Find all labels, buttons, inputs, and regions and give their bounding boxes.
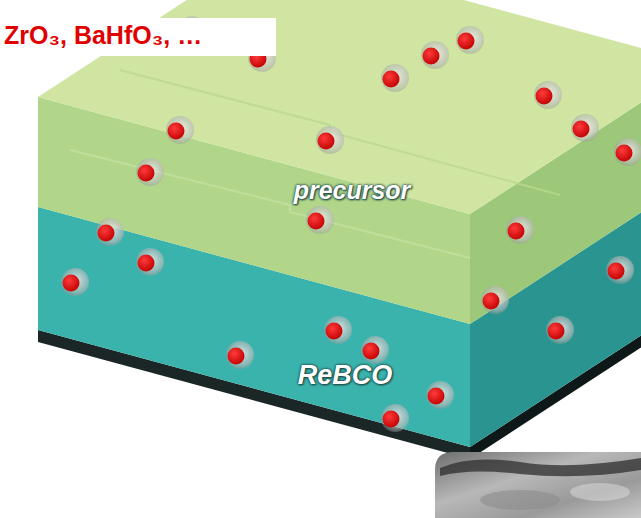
nanoparticle [136, 248, 164, 276]
nanoparticle [381, 64, 409, 92]
nanoparticle [421, 41, 449, 69]
nanoparticle [61, 268, 89, 296]
material-label: ZrO₃, BaHfO₃, … [4, 21, 272, 50]
nanoparticle [481, 286, 509, 314]
nanoparticle [571, 114, 599, 142]
nanoparticles [61, 16, 641, 432]
nanoparticle [506, 216, 534, 244]
nanoparticle [426, 381, 454, 409]
rebco-layer-label: ReBCO [298, 360, 393, 391]
nanoparticle [306, 206, 334, 234]
micrograph-inset [435, 452, 641, 518]
precursor-layer-label: precursor [294, 176, 411, 205]
nanoparticle [606, 256, 634, 284]
nanoparticle [136, 158, 164, 186]
micrograph-band [440, 458, 641, 476]
nanoparticle [316, 126, 344, 154]
material-label-box: ZrO₃, BaHfO₃, … [0, 18, 276, 56]
nanoparticle [546, 316, 574, 344]
nanoparticle [96, 218, 124, 246]
nanoparticle [166, 116, 194, 144]
micrograph-texture [480, 490, 560, 510]
nanoparticle [226, 341, 254, 369]
nanoparticle [614, 138, 641, 166]
nanoparticle [381, 404, 409, 432]
nanoparticle [534, 81, 562, 109]
terrace-step [70, 150, 470, 258]
micrograph-texture [570, 483, 630, 501]
nanoparticle [456, 26, 484, 54]
nanoparticle [324, 316, 352, 344]
